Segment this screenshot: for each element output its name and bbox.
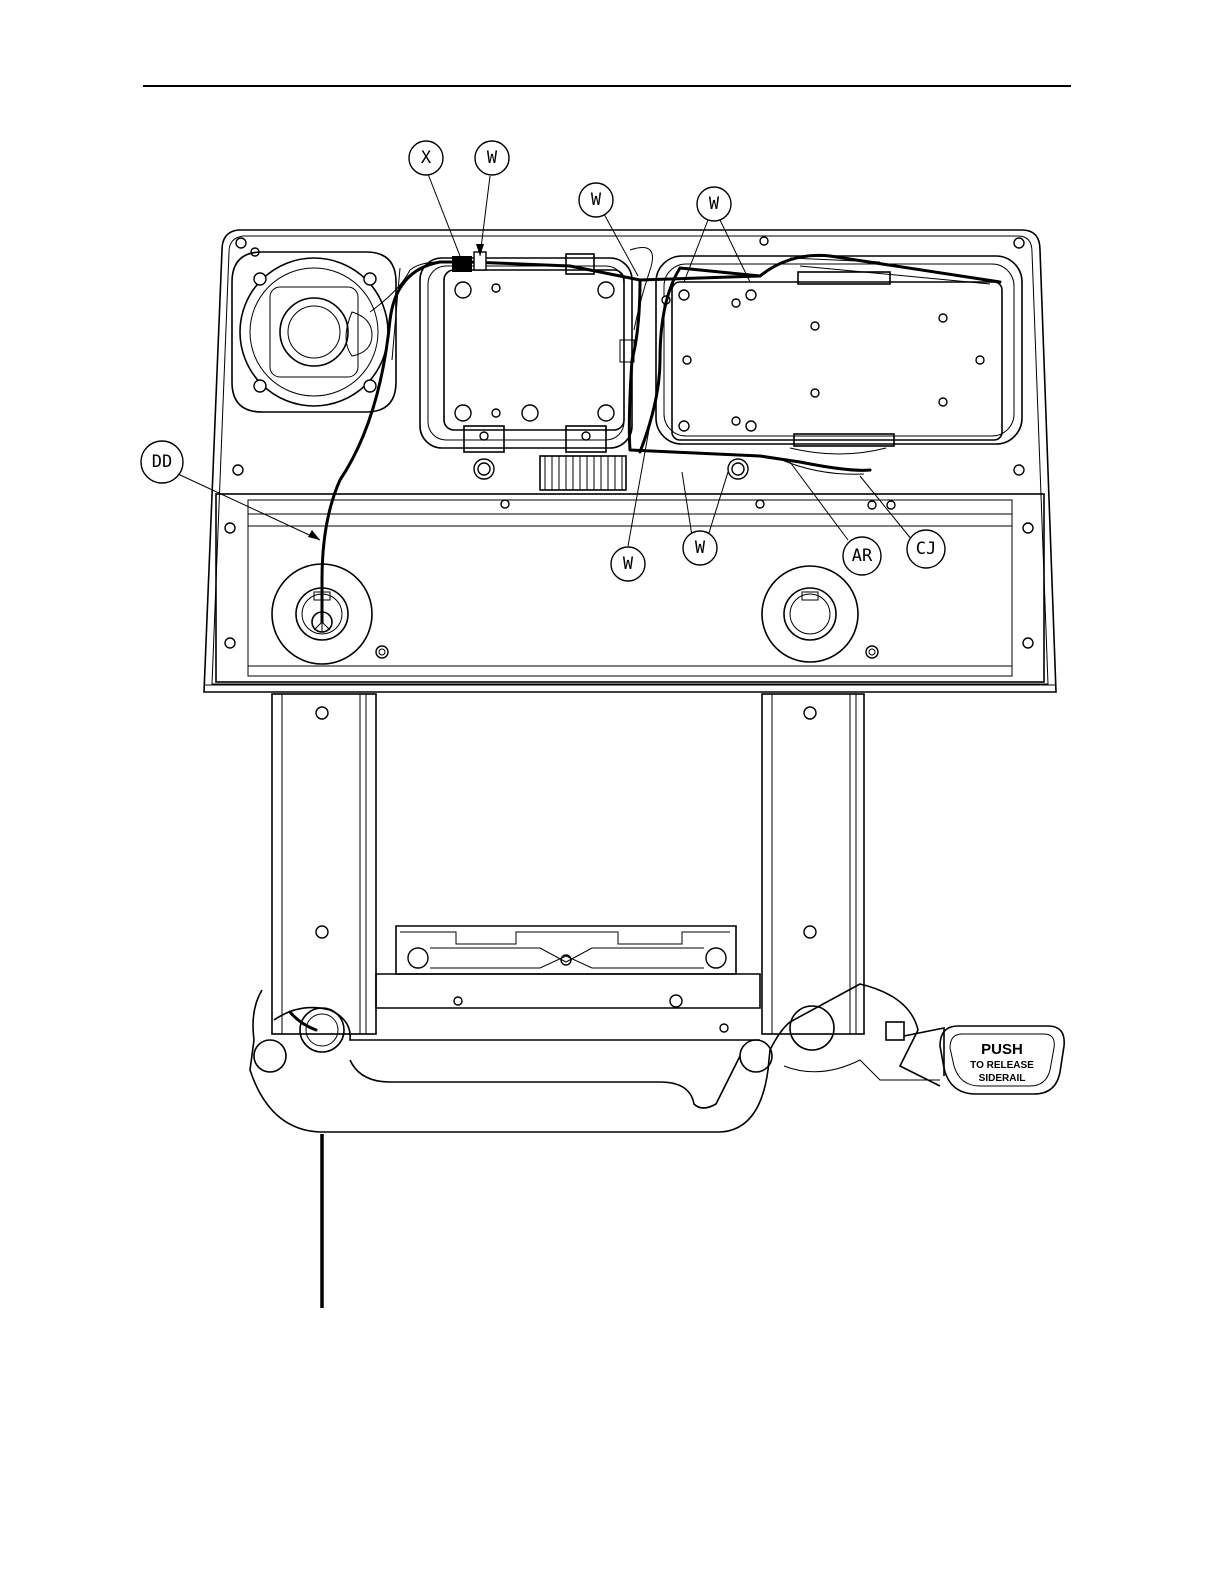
callout-ar: AR — [843, 537, 881, 575]
speaker-assembly — [232, 252, 396, 412]
siderail-handle — [250, 984, 944, 1132]
callout-w-middle-top: W — [579, 183, 613, 217]
svg-text:DD: DD — [152, 452, 172, 472]
release-label-siderail: SIDERAIL — [979, 1073, 1026, 1084]
callout-x: X — [409, 141, 443, 175]
right-circuit-board — [656, 256, 1022, 446]
release-label-push: PUSH — [981, 1041, 1023, 1058]
svg-text:W: W — [709, 194, 720, 214]
left-boss — [272, 564, 388, 664]
callout-w-top: W — [475, 141, 509, 175]
left-circuit-board — [420, 254, 634, 490]
callout-w-right-top: W — [697, 187, 731, 221]
ribbon-connector — [540, 456, 626, 490]
svg-text:W: W — [487, 148, 498, 168]
callout-w-bottom-right: W — [683, 531, 717, 565]
callout-w-bottom-left: W — [611, 547, 645, 581]
latch-bracket — [376, 926, 760, 1032]
callout-cj: CJ — [907, 530, 945, 568]
svg-text:CJ: CJ — [916, 539, 936, 559]
svg-text:W: W — [623, 554, 634, 574]
release-button: PUSH TO RELEASE SIDERAIL — [940, 1026, 1064, 1094]
svg-text:W: W — [591, 190, 602, 210]
svg-text:AR: AR — [852, 546, 873, 566]
left-siderail-arm — [272, 694, 376, 1034]
right-boss — [762, 566, 878, 662]
release-label-to-release: TO RELEASE — [970, 1060, 1034, 1071]
right-siderail-arm — [762, 694, 864, 1034]
svg-text:X: X — [421, 148, 432, 168]
svg-text:W: W — [695, 538, 706, 558]
callout-dd: DD — [141, 441, 183, 483]
